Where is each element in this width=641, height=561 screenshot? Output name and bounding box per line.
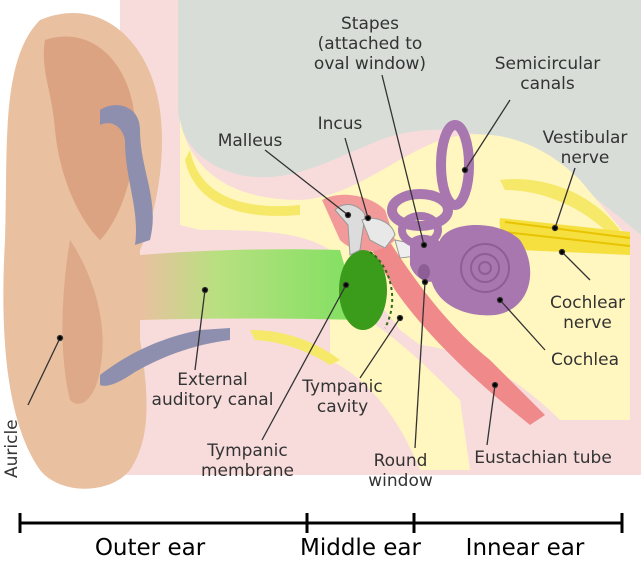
cartilage-upper — [100, 105, 153, 246]
semicircular-canal-1 — [436, 120, 474, 210]
label-vestibular-nerve: Vestibular nerve — [542, 128, 628, 168]
cochlea-spiral-1 — [460, 243, 510, 293]
lower-bone — [330, 300, 470, 470]
tympanic-membrane-edge — [369, 251, 394, 329]
section-middle-ear: Middle ear — [300, 535, 421, 561]
yellow-strip-upper — [185, 150, 300, 216]
label-tympanic-membrane: Tympanic membrane — [200, 441, 294, 481]
external-auditory-canal-shape — [140, 249, 360, 320]
cartilage-lower — [100, 328, 230, 386]
label-round-window: Round window — [368, 451, 433, 491]
semicircular-canal-2 — [387, 189, 453, 231]
malleus-shape — [334, 204, 366, 256]
eustachian-tube-shape — [360, 210, 545, 425]
section-bracket — [18, 513, 624, 533]
round-window-shape — [418, 264, 430, 280]
label-semicircular-canals: Semicircular canals — [494, 54, 601, 94]
label-auricle: Auricle — [2, 419, 22, 478]
label-cochlea: Cochlea — [551, 350, 619, 370]
skull-region — [178, 0, 641, 235]
section-inner-ear: Innear ear — [465, 535, 585, 561]
yellow-strip-lower — [250, 330, 340, 365]
section-outer-ear: Outer ear — [94, 535, 206, 561]
label-cochlear-nerve: Cochlear nerve — [550, 293, 625, 333]
label-external-auditory-canal: External auditory canal — [151, 370, 274, 410]
cochlea-spiral-3 — [478, 261, 492, 275]
auricle-helix — [43, 36, 136, 240]
nerve-shape — [499, 218, 630, 255]
label-stapes: Stapes (attached to oval window) — [313, 14, 427, 74]
leader-lines — [27, 74, 591, 449]
label-tympanic-cavity: Tympanic cavity — [302, 377, 383, 417]
label-incus: Incus — [317, 114, 363, 134]
nerve-fibers — [504, 221, 631, 247]
auricle-inner-fold — [62, 240, 103, 404]
tympanic-membrane-shape — [339, 250, 387, 330]
cochlea-spiral-2 — [470, 253, 500, 283]
label-eustachian-tube: Eustachian tube — [474, 448, 612, 468]
label-malleus: Malleus — [217, 131, 283, 151]
yellow-strip-right — [500, 179, 620, 235]
